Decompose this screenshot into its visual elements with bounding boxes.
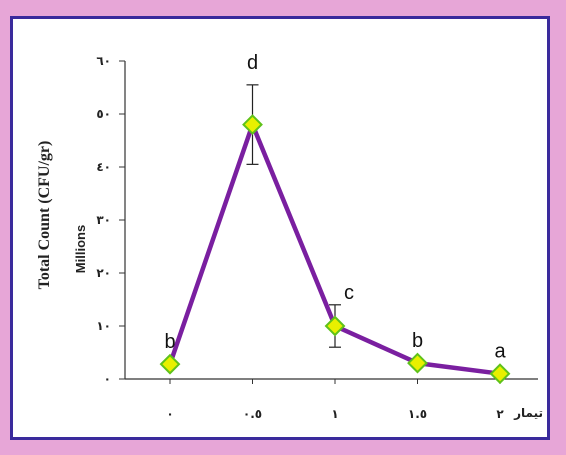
data-point — [407, 352, 428, 374]
x-tick-label: ٠.٥ — [243, 407, 262, 421]
y-tick-label: ٥٠ — [96, 107, 111, 121]
data-annotation: d — [247, 52, 258, 74]
data-point — [324, 315, 346, 337]
data-annotation: c — [344, 282, 354, 304]
data-point — [159, 353, 181, 375]
y-tick-label: ٠ — [104, 372, 111, 386]
tick-labels: ٠ ١٠ ٢٠ ٣٠ ٤٠ ٥٠ ٦٠ ٠ ٠.٥ ١ ١.٥ ٢ — [96, 54, 504, 421]
x-tick-label: ٢ — [496, 407, 504, 421]
x-axis-label: تیمار — [513, 406, 543, 420]
data-annotation: b — [164, 331, 175, 353]
axis-labels: Total Count (CFU/gr) Millions تیمار — [36, 141, 543, 420]
data-point — [489, 363, 511, 385]
x-tick-label: ١.٥ — [408, 407, 427, 421]
data-annotation: b — [412, 330, 423, 352]
series-group: b d c b a — [159, 52, 511, 385]
y-axis-label: Total Count (CFU/gr) — [36, 141, 53, 290]
data-annotation: a — [494, 341, 506, 363]
y-tick-label: ٤٠ — [96, 160, 111, 174]
y-tick-label: ٦٠ — [96, 54, 111, 68]
chart-frame: ٠ ١٠ ٢٠ ٣٠ ٤٠ ٥٠ ٦٠ ٠ ٠.٥ ١ ١.٥ ٢ b d c b a Total Count… — [10, 16, 550, 440]
line-chart: ٠ ١٠ ٢٠ ٣٠ ٤٠ ٥٠ ٦٠ ٠ ٠.٥ ١ ١.٥ ٢ b d c b a Total Count… — [36, 52, 543, 421]
y-axis-sublabel: Millions — [73, 225, 88, 273]
data-point — [242, 114, 263, 136]
y-tick-label: ٢٠ — [96, 266, 111, 280]
y-tick-label: ١٠ — [96, 319, 111, 333]
x-tick-label: ٠ — [166, 407, 173, 421]
y-tick-label: ٣٠ — [96, 213, 111, 227]
x-tick-label: ١ — [331, 407, 338, 421]
